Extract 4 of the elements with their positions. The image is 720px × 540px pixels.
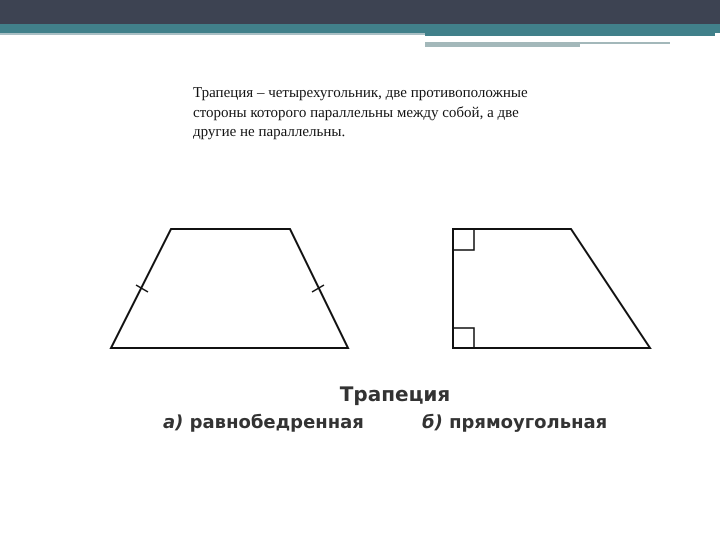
definition-text: Трапеция – четырехугольник, две противоположные стороны которого параллельны между собой, а две другие не параллельны. <box>193 84 529 142</box>
figure-caption: б) прямоугольная <box>422 412 608 433</box>
figure-caption: а) равнобедренная <box>163 412 364 433</box>
figure-caption: Трапеция <box>338 382 452 406</box>
